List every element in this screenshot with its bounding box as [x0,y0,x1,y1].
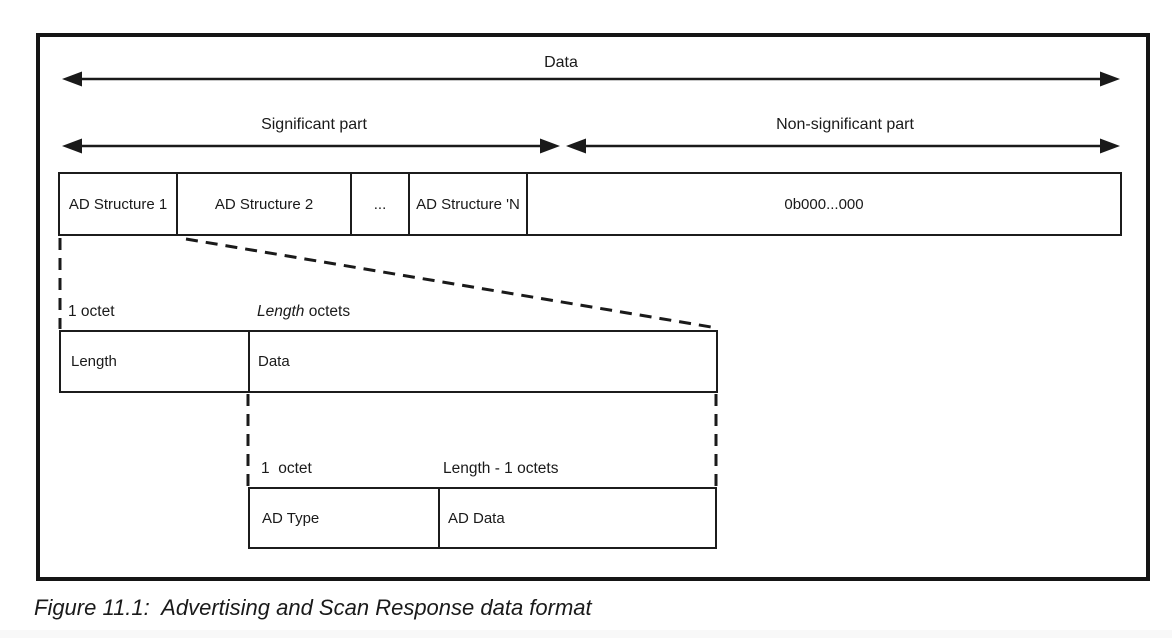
page-bottom-edge [0,630,1172,638]
ad-type-cell: AD Type [250,489,440,547]
length-data-box: Length Data [59,330,718,393]
octets-word: octets [304,303,351,320]
figure-caption: Figure 11.1: Advertising and Scan Respon… [34,595,592,620]
ad-data-octets-size-label: Length - 1 octets [443,460,559,477]
ad-structure-1-cell: AD Structure 1 [60,174,178,234]
data-cell: Data [258,353,290,370]
length-italic-word: Length [257,303,305,320]
non-significant-part-label: Non-significant part [776,116,914,133]
ad-type-data-box: AD Type AD Data [248,487,717,549]
ad-structure-n-cell: AD Structure 'N [410,174,528,234]
ad-structures-row: AD Structure 1 AD Structure 2 ... AD Str… [58,172,1122,236]
data-octets-size-label: Length octets [257,304,350,320]
ad-data-cell: AD Data [448,509,505,527]
data-arrow-label: Data [544,54,578,71]
non-significant-zeros-cell: 0b000...000 [784,195,864,213]
ad-structure-2-cell: AD Structure 2 [178,174,352,234]
length-octet-size-label: 1 octet [68,303,115,320]
length-cell: Length [61,332,250,391]
significant-part-label: Significant part [261,116,367,133]
ad-type-octet-size-label: 1 octet [261,460,312,477]
ad-structure-ellipsis-cell: ... [352,174,410,234]
